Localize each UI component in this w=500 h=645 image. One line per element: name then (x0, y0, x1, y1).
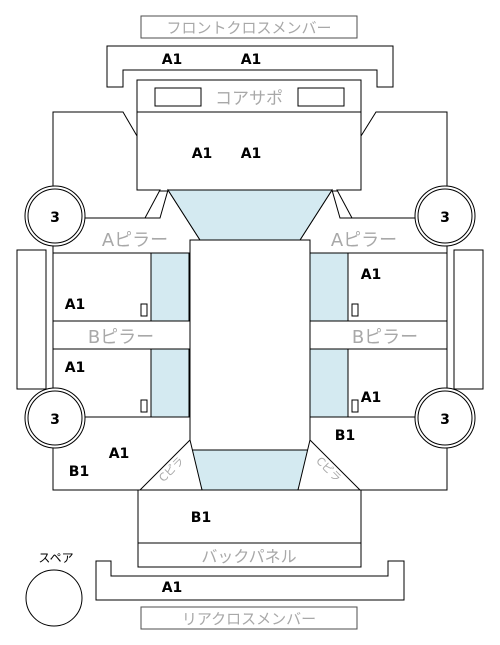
door-handle-right-rear (351, 399, 359, 413)
window-left-rear (150, 348, 190, 418)
door-handle-right-front (351, 303, 359, 317)
left-door-front-grade: A1 (65, 297, 86, 313)
window-right-rear (309, 348, 349, 418)
core-support-label: コアサポ (215, 89, 283, 109)
right-quarter-grade: B1 (335, 428, 355, 444)
headlight-right (297, 87, 345, 107)
wheel-front-right: 3 (414, 185, 476, 247)
b-pillar-left-label: Bピラー (88, 327, 154, 348)
window-right-front (309, 252, 349, 322)
left-quarter-a-grade: A1 (109, 446, 130, 462)
wheel-rear-left: 3 (24, 387, 86, 449)
wheel-front-right-grade: 3 (440, 210, 450, 226)
front-cross-member-label: フロントクロスメンバー (166, 19, 331, 37)
rear-window (189, 449, 311, 491)
back-panel-label: バックパネル (201, 547, 296, 566)
trunk-lid (137, 489, 362, 544)
front-cross-member-box (140, 15, 358, 39)
rear-cross-member-label: リアクロスメンバー (182, 610, 316, 628)
rear-member-bracket (95, 560, 405, 601)
wheel-front-left: 3 (24, 185, 86, 247)
front-member-bracket (106, 45, 394, 88)
left-rocker-bar (16, 249, 47, 390)
engine-right-grade: A1 (241, 146, 262, 162)
wheel-rear-left-grade: 3 (50, 412, 60, 428)
engine-left-grade: A1 (192, 146, 213, 162)
back-panel-box (137, 542, 362, 568)
spare-label: スペア (38, 551, 73, 565)
wheel-rear-right-grade: 3 (440, 412, 450, 428)
a-pillar-left-label: Aピラー (102, 230, 168, 251)
door-handle-left-rear (140, 399, 148, 413)
front-member-right-grade: A1 (241, 52, 262, 68)
rear-cross-member-box (140, 606, 358, 630)
a-pillar-right-label: Aピラー (331, 230, 397, 251)
left-door-rear-grade: A1 (65, 360, 86, 376)
right-door-front-grade: A1 (361, 267, 382, 283)
wheel-front-left-grade: 3 (50, 210, 60, 226)
rear-member-grade: A1 (162, 580, 183, 596)
left-quarter-b-grade: B1 (69, 464, 89, 480)
spare-tire (25, 569, 83, 627)
window-left-front (150, 252, 190, 322)
right-door-rear-grade: A1 (361, 390, 382, 406)
right-rocker-bar (453, 249, 484, 390)
roof-panel (189, 239, 311, 451)
b-pillar-right-label: Bピラー (352, 327, 418, 348)
door-handle-left-front (140, 303, 148, 317)
wheel-rear-right: 3 (414, 387, 476, 449)
headlight-left (154, 87, 202, 107)
front-member-left-grade: A1 (162, 52, 183, 68)
trunk-grade: B1 (191, 510, 211, 526)
